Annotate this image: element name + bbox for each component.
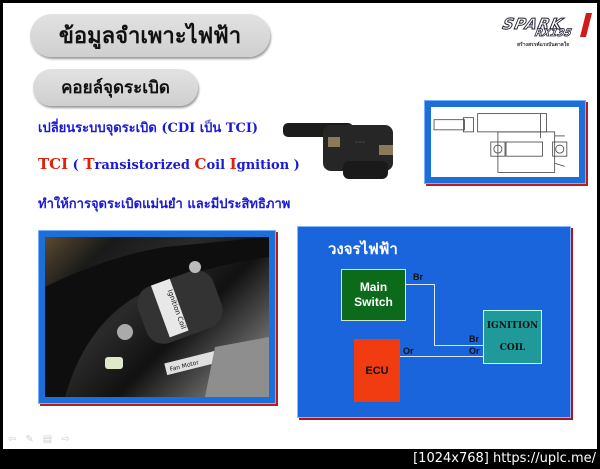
main-switch-label-2: Switch bbox=[354, 295, 393, 309]
text-benefit: ทำให้การจุดระเบิดแม่นยำ และมีประสิทธิภาพ bbox=[38, 197, 291, 212]
svg-text:===: === bbox=[355, 139, 365, 144]
menu-icon[interactable]: ▤ bbox=[42, 434, 53, 445]
ignition-coil-block: IGNITION COIL bbox=[483, 310, 542, 364]
wire-label-or-start: Or bbox=[403, 346, 414, 356]
letter-i: I bbox=[229, 155, 237, 173]
pen-icon[interactable]: ✎ bbox=[25, 434, 34, 445]
wiring-diagram-title: วงจรไฟฟ้า bbox=[328, 240, 398, 258]
ignition-coil-photo: === bbox=[283, 123, 393, 179]
word-transistorized: ransistorized bbox=[94, 158, 195, 173]
main-switch-label-1: Main bbox=[359, 280, 388, 294]
ignition-label-1: IGNITION bbox=[486, 321, 539, 331]
wire-label-br-start: Br bbox=[413, 272, 424, 282]
text-change-ignition-system: เปลี่ยนระบบจุดระเบิด (CDI เป็น TCI) bbox=[38, 121, 259, 136]
slide: ข้อมูลจำเพาะไฟฟ้า คอยล์จุดระเบิด SPARK R… bbox=[3, 3, 597, 449]
text-tci-definition: TCI ( Transistorized Coil Ignition ) bbox=[38, 155, 300, 173]
ignition-label-2: COIL bbox=[499, 343, 526, 353]
slide-subtitle: คอยล์จุดระเบิด bbox=[33, 69, 198, 106]
logo-accent-bar bbox=[580, 13, 592, 37]
image-host-watermark: [1024x768] https://uplc.me/ bbox=[413, 451, 596, 466]
slideshow-nav: ⇦ ✎ ▤ ⇨ bbox=[8, 434, 70, 445]
logo-tagline: สร้างสรรค์แรงบันดาลใจ bbox=[517, 42, 570, 48]
word-coil: oil bbox=[206, 158, 230, 173]
wire-br-2 bbox=[434, 284, 435, 346]
paren-open: ( bbox=[68, 158, 84, 173]
wire-br-3 bbox=[434, 345, 483, 346]
word-ignition: gnition ) bbox=[236, 158, 300, 173]
wire-br-1 bbox=[404, 284, 434, 285]
next-slide-icon[interactable]: ⇨ bbox=[61, 434, 70, 445]
installed-coil-photo: Ignition Coil Fan Motor bbox=[45, 237, 269, 397]
tci-abbr: TCI bbox=[38, 155, 69, 173]
ecu-label: ECU bbox=[365, 364, 389, 377]
spark-rx135-logo: SPARK RX135 สร้างสรรค์แรงบันดาลใจ bbox=[495, 13, 595, 48]
letter-c: C bbox=[194, 155, 207, 173]
letter-t: T bbox=[83, 155, 95, 173]
wire-label-br-end: Br bbox=[469, 334, 480, 344]
slide-title: ข้อมูลจำเพาะไฟฟ้า bbox=[30, 14, 270, 57]
wire-label-or-end: Or bbox=[469, 346, 480, 356]
ecu-block: ECU bbox=[354, 339, 400, 402]
wire-or bbox=[400, 356, 483, 357]
coil-schematic-frame bbox=[424, 100, 586, 184]
logo-model: RX135 bbox=[533, 28, 573, 40]
coil-schematic-drawing bbox=[433, 113, 568, 173]
installed-coil-photo-frame: Ignition Coil Fan Motor bbox=[38, 230, 276, 404]
prev-slide-icon[interactable]: ⇦ bbox=[8, 434, 17, 445]
